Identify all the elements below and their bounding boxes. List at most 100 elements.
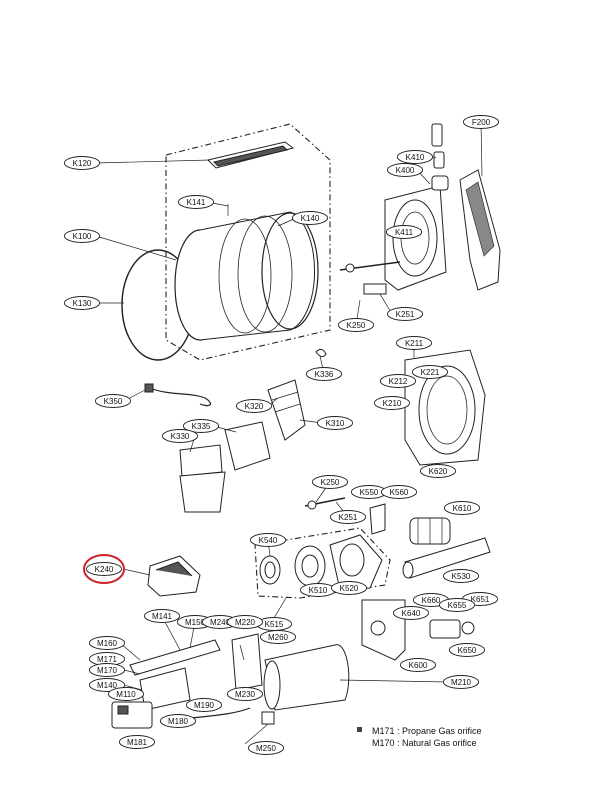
- part-m140-housing: [139, 667, 191, 711]
- label-text: K141: [187, 198, 206, 207]
- label-k100: K100: [63, 229, 101, 243]
- label-k530: K530: [442, 569, 480, 583]
- label-k320: K320: [235, 399, 273, 413]
- label-text: M190: [194, 701, 215, 710]
- label-k240: K240: [85, 562, 123, 576]
- highlight-ring-k240: [83, 554, 125, 584]
- label-k120: K120: [63, 156, 101, 170]
- label-k640: K640: [392, 606, 430, 620]
- label-text: M150: [185, 618, 206, 627]
- label-oval: [385, 225, 423, 239]
- label-oval: [226, 687, 264, 701]
- label-text: K640: [402, 609, 421, 618]
- label-f200: F200: [462, 115, 500, 129]
- label-oval: [386, 163, 424, 177]
- label-m170: M170: [88, 663, 126, 677]
- part-k336-clip: [315, 348, 327, 358]
- label-k400: K400: [386, 163, 424, 177]
- label-m160: M160: [88, 636, 126, 650]
- label-k350: K350: [94, 394, 132, 408]
- label-k211: K211: [395, 336, 433, 350]
- legend-propane: M171 : Propane Gas orifice: [372, 726, 482, 736]
- part-k550-bracket: [369, 503, 386, 535]
- label-text: K212: [389, 377, 408, 386]
- part-k610-motor: [409, 517, 451, 545]
- label-oval: [88, 636, 126, 650]
- label-k250b: K250: [311, 475, 349, 489]
- part-f200-lint-filter: [459, 169, 501, 291]
- label-oval: [118, 735, 156, 749]
- part-k650-idler: [429, 619, 475, 639]
- label-k210: K210: [373, 396, 411, 410]
- label-text: K650: [458, 646, 477, 655]
- label-text: M240: [210, 618, 231, 627]
- label-k250a: K250: [337, 318, 375, 332]
- part-m110-gas-valve: [111, 701, 153, 729]
- part-k210-front-bulkhead: [404, 349, 486, 466]
- legend-marker: [357, 727, 362, 732]
- label-k650: K650: [448, 643, 486, 657]
- label-k610: K610: [443, 501, 481, 515]
- label-text: F200: [472, 118, 491, 127]
- label-m180: M180: [159, 714, 197, 728]
- label-text: M260: [268, 633, 289, 642]
- label-oval: [442, 569, 480, 583]
- label-text: K620: [429, 467, 448, 476]
- label-text: K350: [104, 397, 123, 406]
- part-k100-drum: [174, 211, 319, 341]
- label-text: K655: [448, 601, 467, 610]
- label-oval: [235, 399, 273, 413]
- label-text: K240: [95, 565, 114, 574]
- label-oval: [247, 741, 285, 755]
- legend: M171 : Propane Gas orifice M170 : Natura…: [357, 726, 482, 748]
- label-m141: M141: [143, 609, 181, 623]
- label-oval: [305, 367, 343, 381]
- label-k540: K540: [249, 533, 287, 547]
- part-k530-exhaust-duct: [402, 537, 491, 579]
- label-text: K336: [315, 370, 334, 379]
- label-oval: [337, 318, 375, 332]
- label-text: K510: [309, 586, 328, 595]
- label-oval: [63, 296, 101, 310]
- label-oval: [143, 609, 181, 623]
- label-m110: M110: [107, 687, 145, 701]
- label-text: M141: [152, 612, 173, 621]
- label-text: M220: [235, 618, 256, 627]
- label-k620: K620: [419, 464, 457, 478]
- label-text: K140: [301, 214, 320, 223]
- label-text: K250: [321, 478, 340, 487]
- label-text: K600: [409, 661, 428, 670]
- label-k335: K335: [182, 419, 220, 433]
- label-oval: [448, 643, 486, 657]
- label-k130: K130: [63, 296, 101, 310]
- label-oval: [386, 307, 424, 321]
- label-k212: K212: [379, 374, 417, 388]
- label-text: K560: [390, 488, 409, 497]
- label-k141: K141: [177, 195, 215, 209]
- label-text: K210: [383, 399, 402, 408]
- label-text: K660: [422, 596, 441, 605]
- label-m240: M240: [201, 615, 239, 629]
- label-text: K515: [265, 620, 284, 629]
- label-oval: [373, 396, 411, 410]
- label-text: K651: [471, 595, 490, 604]
- label-text: K410: [406, 153, 425, 162]
- part-k310-duct: [267, 379, 306, 441]
- label-k330: K330: [161, 429, 199, 443]
- label-oval: [249, 533, 287, 547]
- label-oval: [177, 195, 215, 209]
- label-k411: K411: [385, 225, 423, 239]
- part-k510-fan: [294, 545, 326, 587]
- label-oval: [419, 464, 457, 478]
- label-text: K251: [339, 513, 358, 522]
- label-text: K550: [360, 488, 379, 497]
- label-text: K211: [405, 339, 424, 348]
- part-k400-rear-bulkhead: [384, 185, 447, 291]
- label-oval: [380, 485, 418, 499]
- label-k600: K600: [399, 658, 437, 672]
- part-k350-harness: [149, 387, 212, 407]
- label-oval: [88, 663, 126, 677]
- label-oval: [396, 150, 434, 164]
